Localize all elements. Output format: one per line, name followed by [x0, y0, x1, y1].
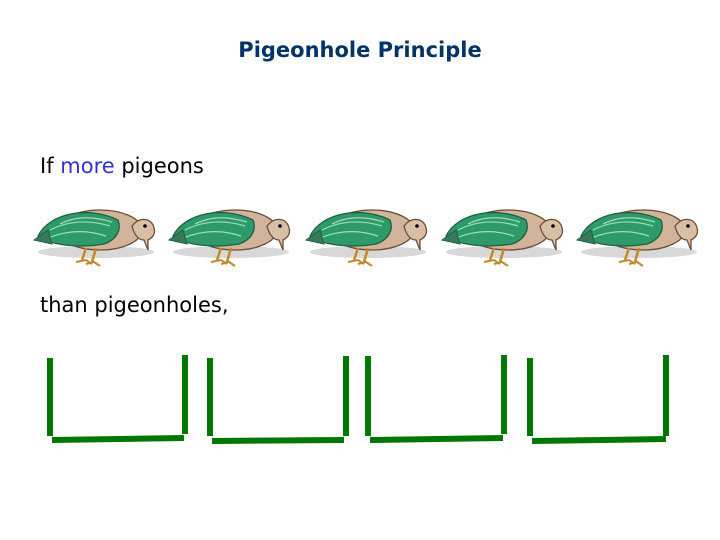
pigeon-1: [32, 209, 156, 267]
pigeon-4: [440, 209, 564, 267]
pigeonhole-2: [207, 356, 349, 444]
statement-prefix: If: [40, 154, 61, 178]
pigeon-5: [575, 209, 699, 267]
statement-line-2: than pigeonholes,: [40, 293, 229, 317]
slide-title: Pigeonhole Principle: [238, 38, 482, 62]
pigeon-2: [167, 209, 291, 267]
pigeonhole-1: [47, 355, 188, 443]
statement-line-1: If more pigeons: [40, 154, 204, 178]
pigeon-3: [304, 209, 428, 267]
pigeonhole-4: [527, 355, 669, 444]
pigeonhole-3: [365, 355, 507, 443]
statement-suffix: pigeons: [114, 154, 204, 178]
highlighted-word: more: [60, 154, 115, 178]
